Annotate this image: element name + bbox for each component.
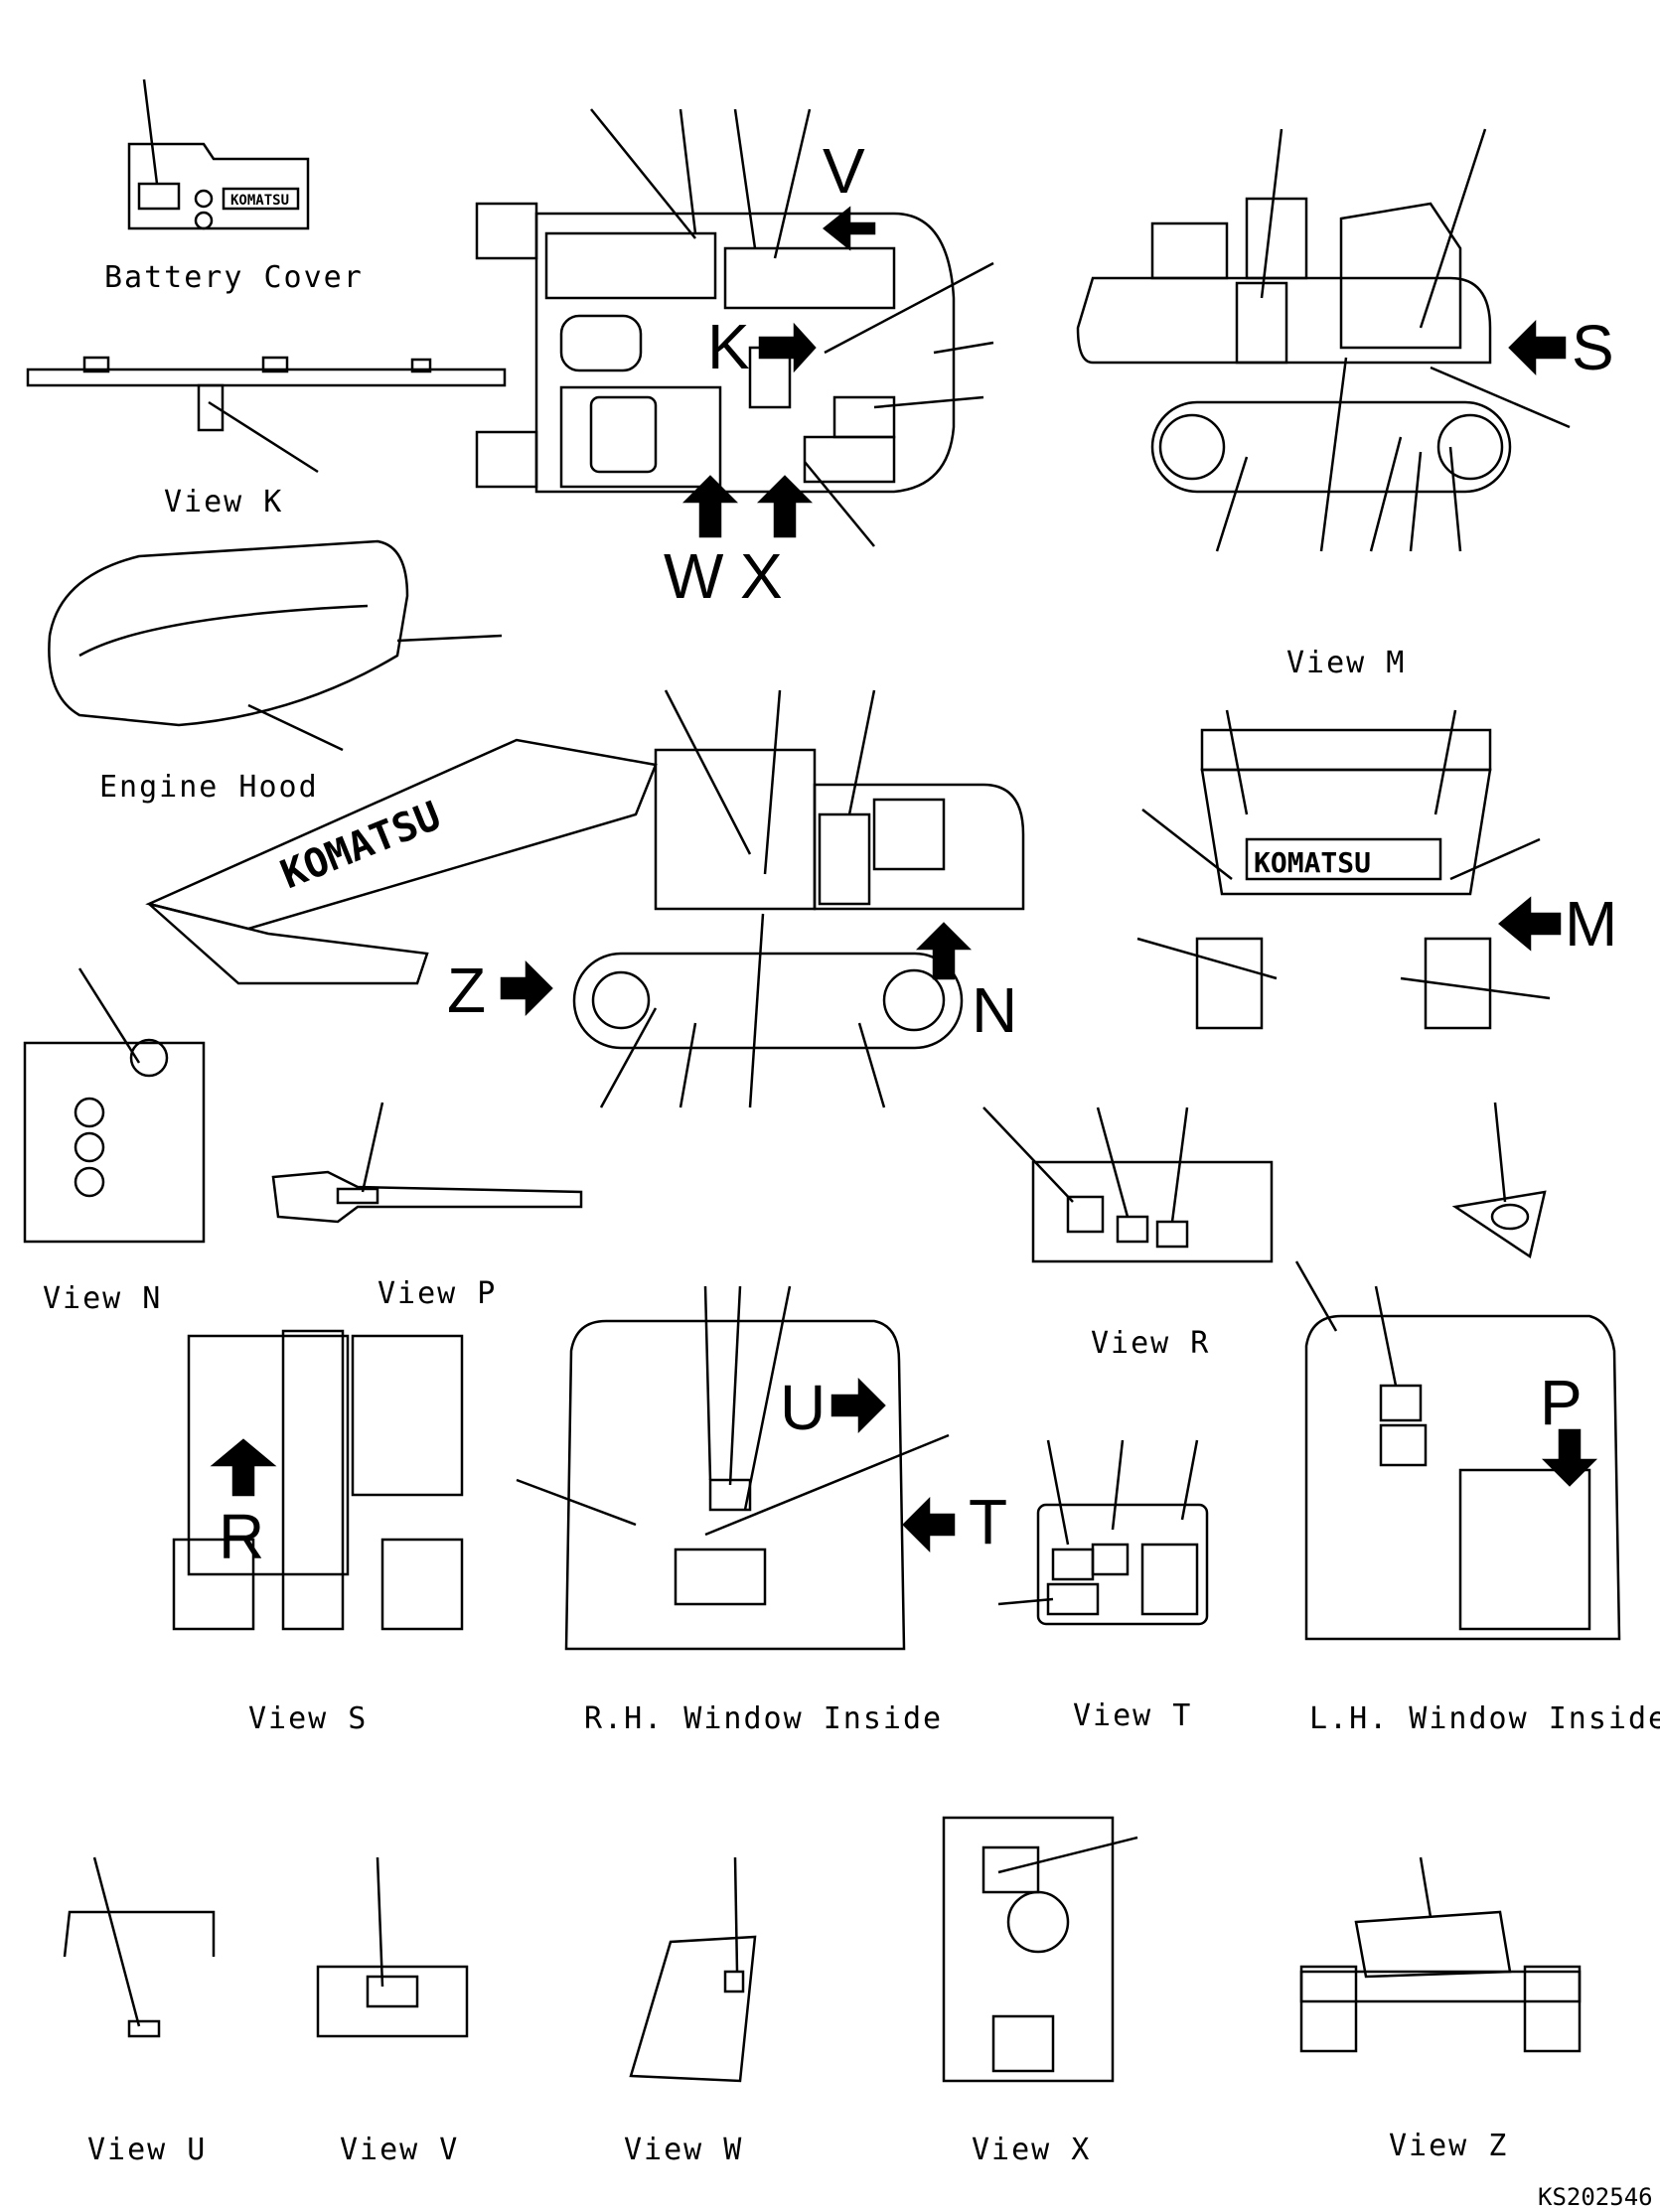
side-view-right-drawing [1076,128,1571,552]
view-t-drawing [997,1439,1209,1626]
view-z-drawing [1299,1856,1582,2053]
caption-view-v: View V [340,2133,460,2167]
caption-lh-window: L.H. Window Inside [1309,1701,1660,1736]
caption-view-r: View R [1091,1326,1211,1361]
view-r-drawing [982,1106,1274,1263]
engine-hood-drawing [48,539,503,752]
caption-view-k: View K [164,485,284,519]
svg-text:KOMATSU: KOMATSU [1254,846,1371,879]
caption-view-w: View W [624,2133,744,2167]
view-letter-r: R [219,1501,265,1572]
view-letter-z: Z [447,955,487,1026]
caption-view-p: View P [377,1276,498,1311]
caption-view-t: View T [1073,1698,1193,1733]
view-letter-u: U [780,1372,827,1443]
view-p-drawing [271,1102,583,1224]
triangle-decal-drawing [1451,1102,1547,1259]
view-letter-p: P [1540,1367,1583,1438]
caption-view-z: View Z [1389,2129,1509,2163]
rh-window-drawing [516,1285,956,1651]
caption-rh-window: R.H. Window Inside [584,1701,944,1736]
view-letter-s: S [1572,312,1614,383]
caption-view-n: View N [43,1281,163,1316]
caption-engine-hood: Engine Hood [99,770,319,805]
lh-window-drawing [1294,1260,1621,1641]
view-letter-k: K [707,311,750,382]
view-w-drawing [629,1856,757,2083]
view-u-drawing [63,1856,216,2038]
caption-view-u: View U [87,2133,208,2167]
caption-view-m: View M [1286,646,1407,680]
rear-view-drawing: KOMATSU [1136,709,1562,1030]
top-view-drawing [475,108,994,547]
drawing-code: KS202546 [1538,2183,1653,2211]
view-v-drawing [316,1856,469,2038]
battery-cover-drawing: KOMATSU [127,78,310,230]
view-k-drawing [26,356,507,474]
svg-text:KOMATSU: KOMATSU [230,193,289,209]
view-letter-t: T [969,1486,1008,1557]
view-letter-w: W [664,540,724,612]
caption-view-s: View S [248,1701,369,1736]
view-letter-n: N [972,974,1018,1046]
view-x-drawing [942,1816,1138,2083]
caption-battery-cover: Battery Cover [104,260,364,295]
view-s-drawing [172,1329,464,1631]
view-letter-m: M [1565,888,1618,959]
caption-view-x: View X [972,2133,1092,2167]
view-n-drawing [23,967,206,1244]
view-letter-x: X [740,540,783,612]
main-excavator-drawing: KOMATSU [145,689,1025,1108]
view-letter-v: V [823,135,865,207]
